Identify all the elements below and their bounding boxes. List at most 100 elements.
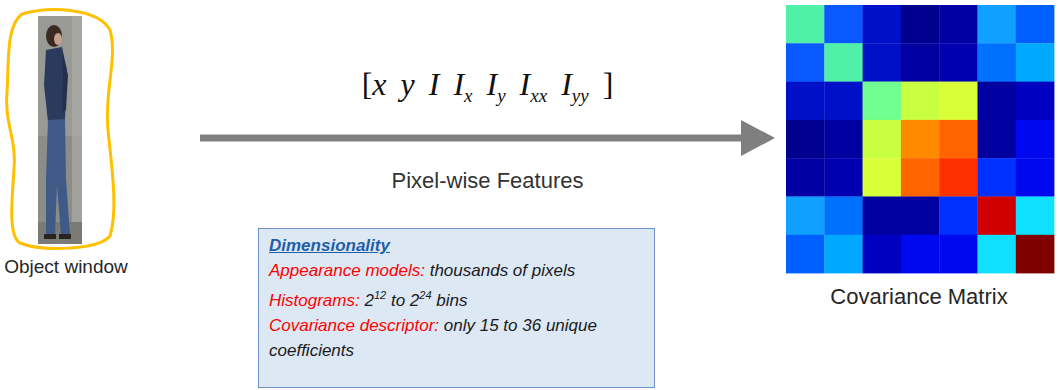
matrix-cell — [901, 82, 940, 121]
matrix-cell — [901, 5, 940, 44]
matrix-cell — [1016, 82, 1055, 121]
note-text: to — [391, 291, 405, 310]
matrix-cell — [863, 120, 902, 159]
person-hair — [46, 25, 62, 47]
text-line: Covariance Matrix — [783, 284, 1055, 310]
person-jacket — [44, 47, 67, 122]
object-outline — [7, 10, 114, 249]
arrow-head — [741, 120, 775, 156]
matrix-cell — [824, 120, 863, 159]
note-text: 24 — [419, 289, 431, 301]
feature-subscript: x — [464, 85, 472, 106]
matrix-cell — [863, 158, 902, 197]
covariance-heatmap — [786, 5, 1054, 273]
note-text: Dimensionality — [269, 236, 390, 255]
node-label: Object window — [4, 256, 128, 277]
note-text: Covariance descriptor: — [269, 316, 439, 335]
matrix-cell — [786, 158, 825, 197]
text-line: Dimensionality — [269, 233, 644, 258]
matrix-cell — [1016, 197, 1055, 236]
matrix-cell — [1016, 120, 1055, 159]
matrix-cell — [824, 197, 863, 236]
person-photo — [38, 16, 82, 244]
feature-symbol: I — [487, 66, 498, 102]
person-jeans — [46, 119, 70, 236]
person-shoe — [44, 234, 56, 239]
text-line: Object window — [0, 256, 132, 278]
matrix-cell — [863, 5, 902, 44]
matrix-cell — [939, 158, 978, 197]
matrix-cell — [978, 120, 1017, 159]
feature-symbol: I — [520, 66, 531, 102]
matrix-cell — [901, 197, 940, 236]
matrix-cell — [824, 235, 863, 274]
photo-floor — [38, 222, 82, 244]
text-line: Appearance models: thousands of pixels — [269, 258, 644, 283]
matrix-cell — [863, 235, 902, 274]
feature-symbol: I — [429, 66, 440, 102]
feature-subscript: y — [497, 85, 505, 106]
outline-shape — [0, 0, 200, 292]
feature-symbol: I — [561, 66, 572, 102]
person-shoe — [59, 234, 71, 239]
matrix-cell — [824, 5, 863, 44]
matrix-cell — [939, 197, 978, 236]
matrix-cell — [786, 43, 825, 82]
object-window: Object window — [0, 0, 200, 292]
node-label: Covariance Matrix — [830, 284, 1007, 309]
person-face — [54, 33, 62, 45]
matrix-cell — [978, 82, 1017, 121]
matrix-cell — [1016, 5, 1055, 44]
edge-label-holder: Pixel-wise Features — [389, 168, 587, 194]
dimensionality-box: DimensionalityAppearance models: thousand… — [258, 228, 655, 388]
photo-background — [38, 16, 82, 244]
feature-symbol: I — [453, 66, 464, 102]
covariance-panel: Covariance Matrix — [783, 4, 1055, 316]
note-text: 2 — [364, 291, 373, 310]
matrix-cell — [939, 82, 978, 121]
matrix-cell — [901, 158, 940, 197]
note-text: thousands of pixels — [430, 261, 576, 280]
matrix-cell — [978, 235, 1017, 274]
feature-symbol: y — [401, 66, 415, 102]
matrix-cell — [901, 43, 940, 82]
matrix-cell — [863, 197, 902, 236]
matrix-cell — [939, 235, 978, 274]
arrow-shaft — [200, 135, 743, 142]
note-text: 2 — [410, 291, 419, 310]
edge-label: Pixel-wise Features — [389, 168, 587, 194]
flow-arrow — [200, 120, 775, 156]
matrix-cell — [978, 158, 1017, 197]
matrix-cell — [978, 43, 1017, 82]
feature-subscript: yy — [572, 85, 589, 106]
matrix-cell — [786, 5, 825, 44]
matrix-cell — [939, 120, 978, 159]
note-text: bins — [436, 291, 467, 310]
matrix-cell — [824, 82, 863, 121]
matrix-cell — [939, 5, 978, 44]
matrix-cell — [1016, 235, 1055, 274]
text-line: Histograms:212to224bins — [269, 283, 644, 313]
matrix-cell — [901, 120, 940, 159]
matrix-cell — [978, 5, 1017, 44]
note-text: Appearance models: — [269, 261, 425, 280]
feature-subscript: xx — [530, 85, 547, 106]
feature-symbol: ] — [603, 66, 614, 102]
matrix-cell — [786, 120, 825, 159]
matrix-cell — [786, 235, 825, 274]
matrix-cell — [978, 197, 1017, 236]
matrix-cell — [863, 82, 902, 121]
matrix-cell — [1016, 158, 1055, 197]
feature-symbol: [ — [362, 66, 373, 102]
note-text: Histograms: — [269, 291, 360, 310]
text-line: Covariance descriptor:only 15 to 36 uniq… — [269, 313, 614, 363]
photo-wall-light — [72, 16, 82, 244]
matrix-cell — [901, 235, 940, 274]
matrix-cell — [863, 43, 902, 82]
feature-symbol: x — [372, 66, 386, 102]
matrix-cell — [786, 197, 825, 236]
person-arm — [62, 52, 68, 112]
matrix-cell — [824, 158, 863, 197]
matrix-cell — [939, 43, 978, 82]
